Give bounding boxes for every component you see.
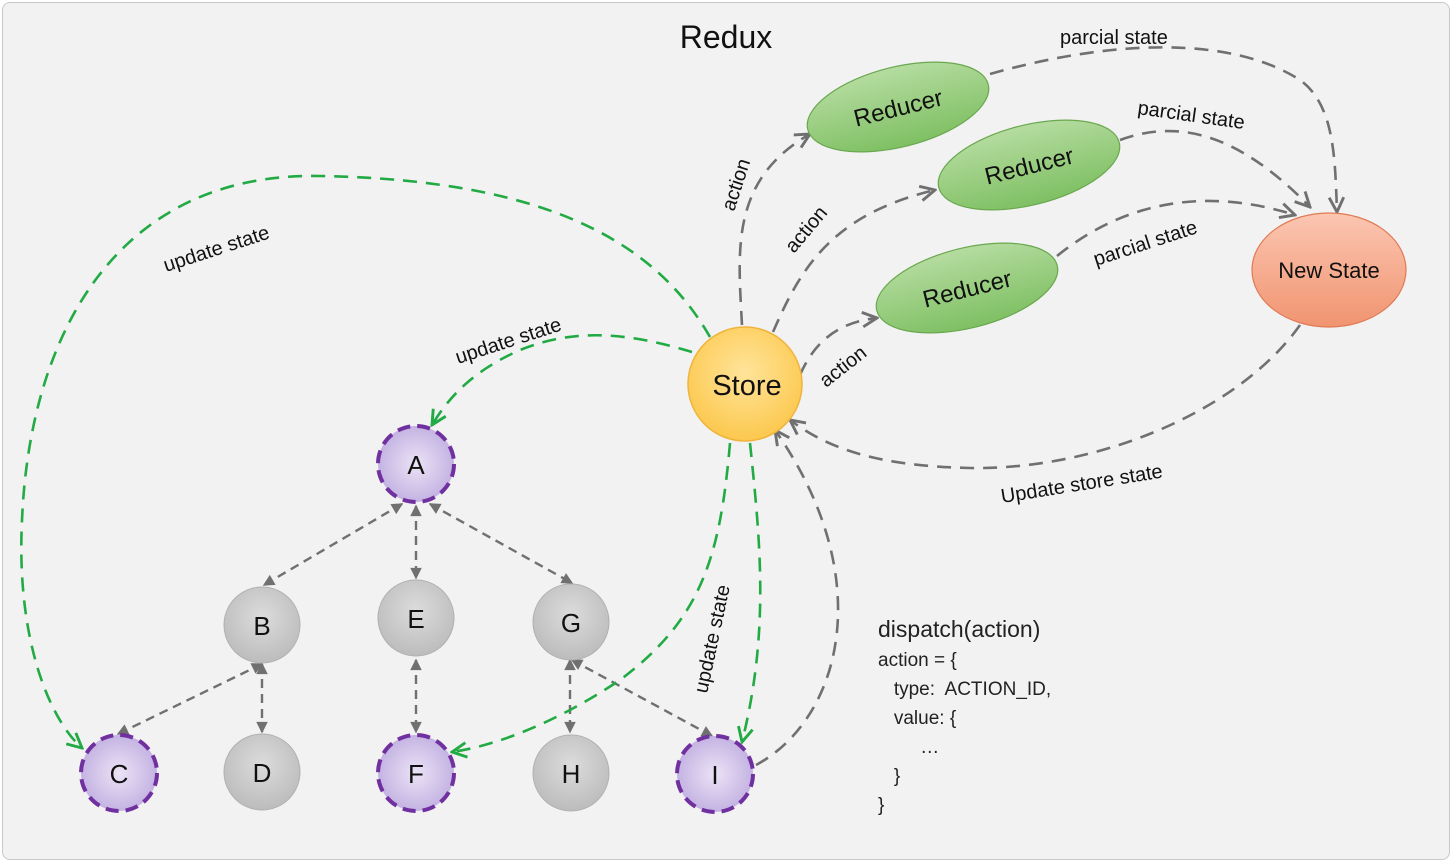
- code-line-dispatch: dispatch(action): [878, 616, 1041, 642]
- edge-store-to-reducer-1: [738, 134, 810, 326]
- tree-node-b-label: B: [253, 611, 270, 641]
- edge-node-i-to-store: [755, 430, 840, 767]
- edge-g-to-i: [570, 658, 714, 738]
- code-line-ellipsis: …: [878, 737, 940, 758]
- label-update-state-c: update state: [161, 222, 273, 277]
- reducer-node-2: Reducer: [937, 119, 1121, 211]
- code-line-action-open: action = {: [878, 650, 957, 671]
- tree-node-h-label: H: [562, 759, 581, 789]
- reducer-node-1: Reducer: [806, 61, 990, 153]
- tree-node-c-label: C: [110, 759, 129, 789]
- code-line-action-close: }: [878, 795, 885, 816]
- dispatch-code-block: dispatch(action) action = { type: ACTION…: [878, 612, 1051, 820]
- tree-node-a-label: A: [407, 450, 425, 480]
- label-parcial-state-2: parcial state: [1136, 97, 1246, 134]
- tree-node-g: G: [532, 583, 610, 661]
- label-update-state-i: update state: [690, 583, 734, 695]
- label-action-3: action: [816, 342, 872, 392]
- edge-store-to-reducer-3: [798, 318, 877, 376]
- tree-node-e: E: [377, 579, 455, 657]
- edge-new-state-to-store: [790, 324, 1302, 470]
- store-label: Store: [712, 370, 781, 402]
- tree-node-i: I: [675, 734, 755, 814]
- tree-node-h: H: [532, 734, 610, 812]
- reducer-node-3: Reducer: [875, 242, 1059, 334]
- edge-reducer-1-to-new-state: [989, 46, 1337, 212]
- label-update-store-state: Update store state: [999, 461, 1164, 508]
- edge-reducer-2-to-new-state: [1119, 129, 1310, 207]
- tree-node-d-label: D: [253, 758, 272, 788]
- edge-b-to-c: [116, 662, 264, 736]
- edge-store-update-c: [20, 174, 712, 748]
- tree-node-d: D: [223, 733, 301, 811]
- diagram-title: Redux: [680, 19, 773, 55]
- edge-a-to-g: [428, 502, 574, 585]
- tree-node-g-label: G: [561, 608, 581, 638]
- edge-reducer-3-to-new-state: [1056, 199, 1295, 258]
- edge-store-to-reducer-2: [771, 190, 935, 333]
- new-state-label: New State: [1278, 258, 1380, 283]
- store-node: Store: [687, 326, 803, 442]
- tree-node-c: C: [79, 733, 159, 813]
- edge-a-to-b: [262, 502, 404, 587]
- code-line-type: type: ACTION_ID,: [878, 679, 1052, 700]
- tree-node-b: B: [223, 586, 301, 664]
- label-parcial-state-1: parcial state: [1060, 27, 1168, 49]
- tree-node-e-label: E: [407, 604, 424, 634]
- tree-node-f-label: F: [408, 759, 424, 789]
- tree-node-a: A: [376, 424, 456, 504]
- code-line-value-close: }: [878, 766, 901, 787]
- edge-store-update-f: [452, 442, 732, 752]
- new-state-node: New State: [1251, 212, 1407, 328]
- edge-store-update-i: [742, 442, 762, 742]
- code-line-value-open: value: {: [878, 708, 957, 729]
- tree-node-i-label: I: [711, 760, 718, 790]
- tree-node-f: F: [376, 733, 456, 813]
- edge-store-update-a: [432, 333, 693, 425]
